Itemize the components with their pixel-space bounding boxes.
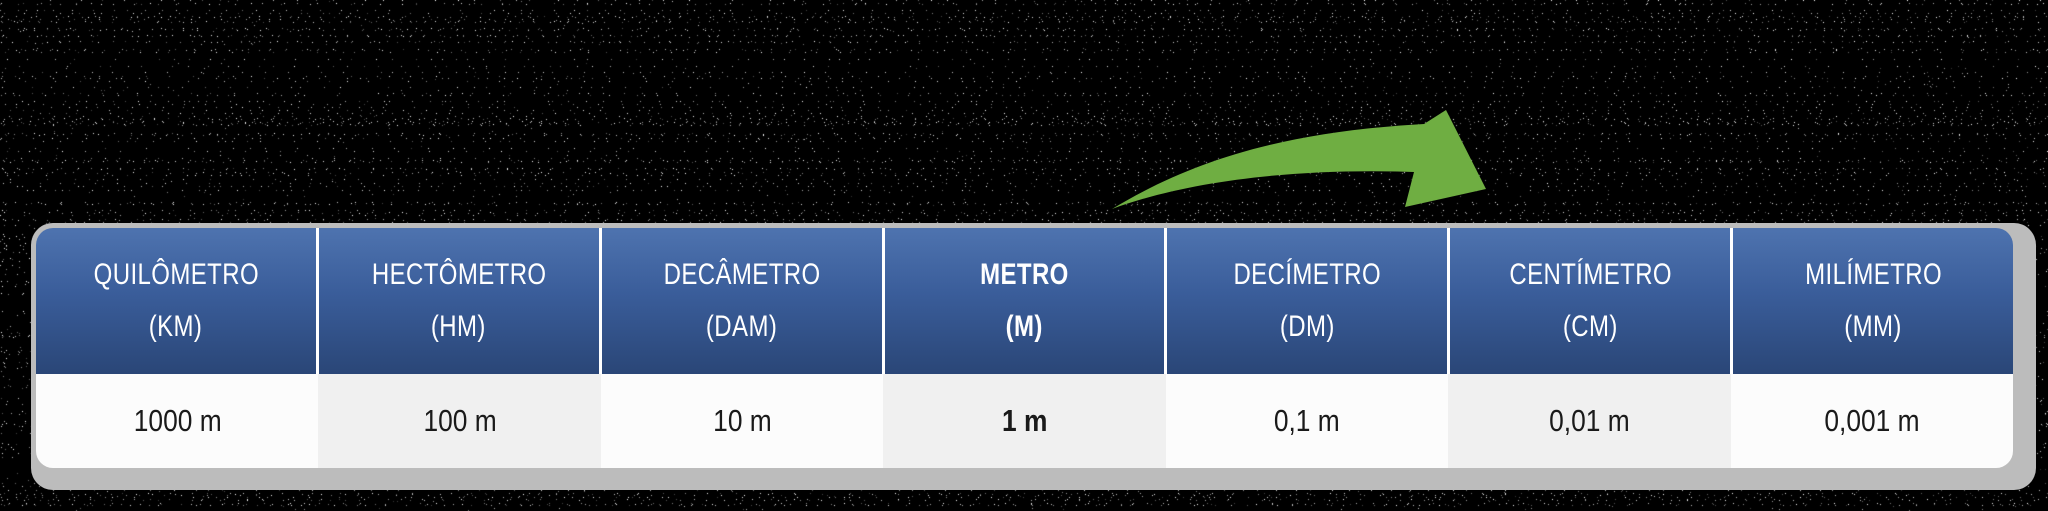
conversion-table-card: QUILÔMETRO (KM) HECTÔMETRO (HM) DECÂMETR… [31, 223, 2036, 490]
header-decametro: DECÂMETRO (DAM) [602, 228, 885, 374]
unit-value: 100 m [423, 403, 496, 439]
value-quilometro: 1000 m [36, 374, 318, 468]
unit-symbol: (CM) [1563, 301, 1618, 353]
unit-value: 0,1 m [1274, 403, 1340, 439]
unit-symbol: (MM) [1844, 301, 1902, 353]
table-values-row: 1000 m 100 m 10 m 1 m 0,1 m 0,01 m 0,001… [36, 374, 2013, 468]
unit-symbol: (DM) [1280, 301, 1335, 353]
metric-units-table: QUILÔMETRO (KM) HECTÔMETRO (HM) DECÂMETR… [36, 228, 2013, 468]
unit-name: QUILÔMETRO [93, 249, 258, 301]
unit-value: 10 m [713, 403, 772, 439]
value-metro: 1 m [883, 374, 1165, 468]
table-header-row: QUILÔMETRO (KM) HECTÔMETRO (HM) DECÂMETR… [36, 228, 2013, 374]
header-hectometro: HECTÔMETRO (HM) [319, 228, 602, 374]
value-decimetro: 0,1 m [1166, 374, 1448, 468]
unit-name: METRO [980, 249, 1069, 301]
unit-name: MILÍMETRO [1805, 249, 1942, 301]
unit-symbol: (DAM) [706, 301, 777, 353]
unit-value: 1000 m [133, 403, 221, 439]
value-hectometro: 100 m [318, 374, 600, 468]
unit-name: DECÂMETRO [663, 249, 820, 301]
value-centimetro: 0,01 m [1448, 374, 1730, 468]
unit-name: DECÍMETRO [1234, 249, 1382, 301]
header-decimetro: DECÍMETRO (DM) [1167, 228, 1450, 374]
unit-value: 0,01 m [1549, 403, 1630, 439]
header-quilometro: QUILÔMETRO (KM) [36, 228, 319, 374]
unit-name: HECTÔMETRO [371, 249, 546, 301]
unit-value: 0,001 m [1824, 403, 1919, 439]
unit-value: 1 m [1002, 403, 1047, 439]
header-milimetro: MILÍMETRO (MM) [1733, 228, 2013, 374]
header-centimetro: CENTÍMETRO (CM) [1450, 228, 1733, 374]
header-metro: METRO (M) [885, 228, 1168, 374]
unit-symbol: (M) [1006, 301, 1043, 353]
unit-symbol: (KM) [149, 301, 203, 353]
unit-name: CENTÍMETRO [1509, 249, 1672, 301]
unit-symbol: (HM) [431, 301, 486, 353]
value-decametro: 10 m [601, 374, 883, 468]
value-milimetro: 0,001 m [1731, 374, 2013, 468]
